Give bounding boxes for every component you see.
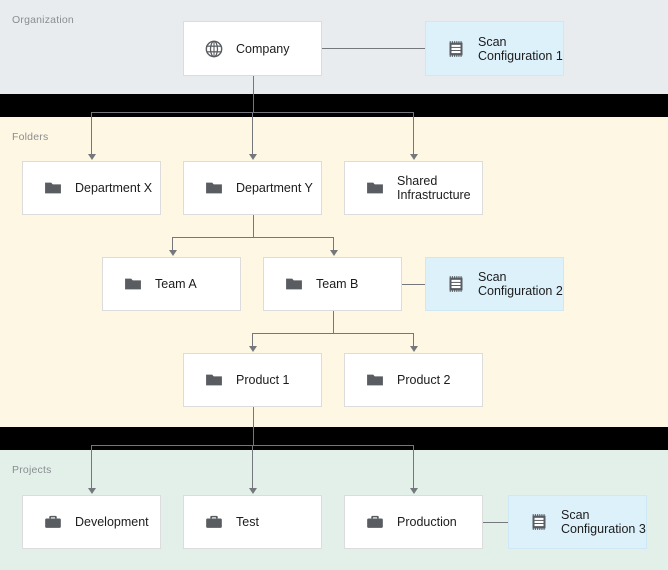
- edge-departmenty-team-b: [333, 237, 334, 251]
- edge-departmenty-trunk: [252, 215, 254, 237]
- node-scan-configuration-1[interactable]: Scan Configuration 1: [425, 21, 564, 76]
- arrow-product-2: [409, 346, 418, 352]
- edge-teamb-product-2: [413, 333, 414, 347]
- node-product-2[interactable]: Product 2: [344, 353, 483, 407]
- globe-icon: [205, 40, 223, 57]
- node-company[interactable]: Company: [183, 21, 322, 76]
- node-team-b[interactable]: Team B: [263, 257, 402, 311]
- section-label-projects: Projects: [12, 464, 52, 476]
- edge-product1-test: [252, 445, 253, 489]
- node-label: Scan Configuration 2: [478, 270, 563, 298]
- arrow-development: [87, 488, 96, 494]
- node-label: Team B: [316, 277, 359, 291]
- arrow-department-x: [87, 154, 96, 160]
- node-development[interactable]: Development: [22, 495, 161, 549]
- scan-configuration-icon: [449, 276, 463, 292]
- briefcase-icon: [206, 515, 222, 528]
- edge-product1-development: [91, 445, 92, 489]
- node-test[interactable]: Test: [183, 495, 322, 549]
- arrow-product-1: [248, 346, 257, 352]
- folder-icon: [45, 182, 61, 194]
- node-department-x[interactable]: Department X: [22, 161, 161, 215]
- edge-production-scanconfig3: [483, 522, 508, 523]
- arrow-test: [248, 488, 257, 494]
- edge-teamb-trunk: [332, 311, 334, 333]
- edge-product1-production: [413, 445, 414, 489]
- node-scan-configuration-2[interactable]: Scan Configuration 2: [425, 257, 564, 311]
- scan-configuration-icon: [449, 40, 463, 57]
- folder-icon: [286, 278, 302, 290]
- folder-icon: [206, 182, 222, 194]
- node-shared-infrastructure[interactable]: Shared Infrastructure: [344, 161, 483, 215]
- edge-company-shared-infrastructure: [413, 112, 414, 155]
- edge-teamb-bus: [252, 333, 414, 334]
- arrow-team-b: [329, 250, 338, 256]
- node-label: Production: [397, 515, 457, 529]
- node-label: Company: [236, 41, 290, 56]
- briefcase-icon: [367, 515, 383, 528]
- arrow-production: [409, 488, 418, 494]
- arrow-shared-infrastructure: [409, 154, 418, 160]
- node-label: Scan Configuration 1: [478, 34, 563, 63]
- edge-company-scanconfig1: [322, 48, 425, 49]
- section-label-folders: Folders: [12, 131, 49, 143]
- node-label: Department X: [75, 181, 153, 195]
- arrow-team-a: [168, 250, 177, 256]
- node-production[interactable]: Production: [344, 495, 483, 549]
- node-label: Scan Configuration 3: [561, 508, 646, 536]
- node-label: Team A: [155, 277, 197, 291]
- node-department-y[interactable]: Department Y: [183, 161, 322, 215]
- edge-teamb-product-1: [252, 333, 253, 347]
- node-label: Test: [236, 515, 259, 529]
- section-organization: [0, 0, 668, 94]
- folder-icon: [125, 278, 141, 290]
- node-label: Product 1: [236, 373, 290, 387]
- edge-departmenty-bus: [172, 237, 334, 238]
- folder-icon: [206, 374, 222, 386]
- node-label: Product 2: [397, 373, 451, 387]
- edge-product1-trunk: [252, 407, 254, 445]
- edge-teamb-scanconfig2: [402, 284, 425, 285]
- edge-company-department-x: [91, 112, 92, 155]
- node-product-1[interactable]: Product 1: [183, 353, 322, 407]
- node-scan-configuration-3[interactable]: Scan Configuration 3: [508, 495, 647, 549]
- section-label-organization: Organization: [12, 14, 74, 26]
- scan-configuration-icon: [532, 514, 546, 530]
- folder-icon: [367, 182, 383, 194]
- node-label: Department Y: [236, 181, 313, 195]
- node-label: Development: [75, 515, 149, 529]
- folder-icon: [367, 374, 383, 386]
- node-team-a[interactable]: Team A: [102, 257, 241, 311]
- node-label: Shared Infrastructure: [397, 174, 471, 202]
- edge-company-trunk: [252, 76, 254, 112]
- arrow-department-y: [248, 154, 257, 160]
- edge-departmenty-team-a: [172, 237, 173, 251]
- edge-company-department-y: [252, 112, 253, 155]
- briefcase-icon: [45, 515, 61, 528]
